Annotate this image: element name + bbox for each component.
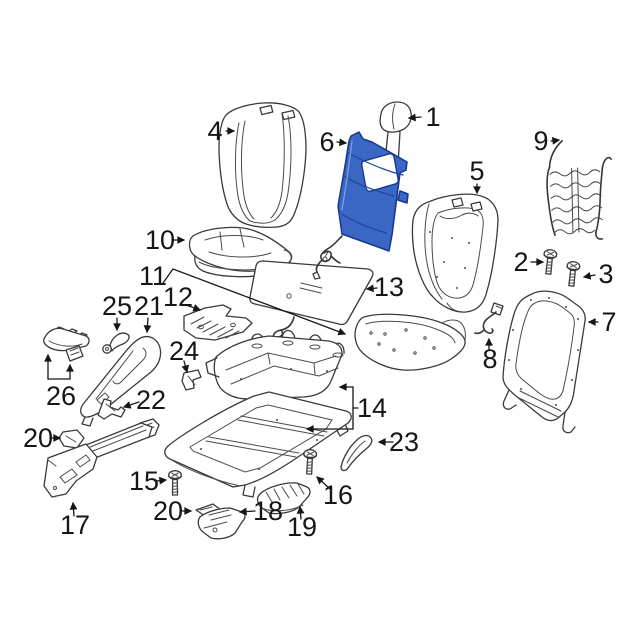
leader-12 [185,304,202,312]
callout-11: 11 [139,261,167,291]
part-seat-cushion [188,226,293,278]
callout-20-left: 20 [23,423,53,453]
callout-20-bottom: 20 [153,496,183,526]
callout-14: 14 [357,393,387,423]
heater-mat-outline [249,260,374,326]
leader-17 [69,501,78,517]
part-switch-clip [65,345,84,362]
leader-18 [238,507,256,516]
part-side-shield-23 [340,434,373,472]
callout-17: 17 [60,510,90,540]
leader-11 [162,268,347,336]
part-seat-back-cover [218,102,307,229]
callout-3: 3 [598,259,613,289]
part-track-cover-18 [197,507,246,540]
part-seat-switch [42,326,90,352]
callout-6: 6 [319,127,334,157]
leader-14-bracket [352,386,359,430]
leader-6 [336,138,348,147]
callout-7: 7 [601,307,616,337]
part-back-panel-highlighted [312,131,409,280]
leader-13 [365,284,378,293]
leader-3 [582,271,596,280]
seat-back-cover-outline [218,102,307,229]
part-wire-mat [546,139,612,240]
side-shield-23-outline [340,434,373,472]
part-outer-side-shield [43,418,160,498]
callout-22: 22 [136,385,166,415]
callout-24: 24 [169,336,199,366]
callout-10: 10 [145,225,175,255]
seat-pan-frame-outline [213,335,343,400]
back-panel-wire-harness [312,235,343,280]
part-bracket-22 [97,398,126,420]
callout-4: 4 [207,116,222,146]
part-seat-back-foam [411,193,499,313]
callout-1: 1 [425,102,440,132]
part-recliner-handle [102,332,130,354]
callout-26: 26 [46,381,76,411]
callout-12: 12 [163,282,193,312]
callout-15: 15 [129,466,159,496]
leader-9 [550,136,561,145]
part-seat-back-frame [502,290,586,434]
leader-22 [122,401,140,409]
callout-5: 5 [469,156,484,186]
leader-15 [155,476,168,485]
callout-labels: 1 2 3 4 5 6 7 8 9 10 11 12 13 14 15 16 1… [23,102,617,542]
callout-18: 18 [253,496,283,526]
callout-9: 9 [533,126,548,156]
part-inner-side-shield [80,335,162,427]
part-bracket-plate [183,304,253,341]
part-seat-pan-frame [205,329,345,400]
part-cushion-foam-pad [354,313,466,371]
bracket-plate-outline [183,304,253,341]
leader-24 [181,360,190,374]
callout-2: 2 [513,247,528,277]
callout-13: 13 [374,272,404,302]
leader-16 [316,476,331,490]
callout-19: 19 [287,512,317,542]
leader-1 [407,113,422,122]
leader-19 [296,505,305,520]
headrest-outline [379,101,412,133]
part-bracket-24 [181,369,202,391]
leader-21 [143,317,152,334]
part-seat-track-frame [164,391,352,498]
callout-8: 8 [482,344,497,374]
callout-23: 23 [389,427,419,457]
callout-16: 16 [323,480,353,510]
seat-track-frame-outline [164,391,352,488]
leader-lines [44,113,599,520]
callout-21: 21 [134,291,164,321]
callout-25: 25 [102,291,132,321]
part-wire-harness-8 [474,302,504,335]
